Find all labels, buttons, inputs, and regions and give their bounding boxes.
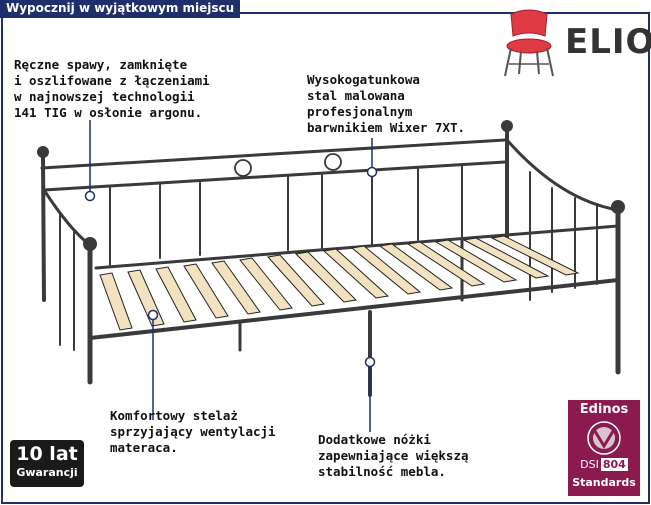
annotation-steel: Wysokogatunkowa stal malowana profesjona…: [307, 72, 465, 136]
chair-icon: [504, 9, 554, 77]
annotation-line: sprzyjający wentylacji: [110, 424, 276, 439]
annotation-legs: Dodatkowe nóżki zapewniające większą sta…: [318, 432, 469, 480]
certificate-dsi-label: DSI: [580, 458, 599, 471]
annotation-line: zapewniające większą: [318, 448, 469, 463]
warranty-badge: 10 lat Gwarancji: [10, 440, 84, 487]
annotation-frame: Komfortowy stelaż sprzyjający wentylacji…: [110, 408, 276, 456]
annotation-line: materaca.: [110, 440, 178, 455]
annotation-line: barwnikiem Wixer 7XT.: [307, 120, 466, 135]
annotation-line: profesjonalnym: [307, 104, 413, 119]
annotation-line: Ręczne spawy, zamknięte: [14, 57, 188, 72]
warranty-years: 10 lat: [16, 443, 78, 465]
annotation-line: stal malowana: [307, 88, 405, 103]
annotation-line: Dodatkowe nóżki: [318, 432, 431, 447]
annotation-line: Wysokogatunkowa: [307, 72, 420, 87]
annotation-line: 141 TIG w osłonie argonu.: [14, 105, 203, 120]
warranty-label: Gwarancji: [16, 466, 78, 479]
check-seal-icon: [587, 421, 621, 455]
certificate-brand: Edinos: [579, 402, 629, 417]
certificate-standards: Standards: [572, 476, 636, 489]
annotation-line: i oszlifowane z łączeniami: [14, 73, 210, 88]
certificate-number: 804: [600, 458, 628, 471]
annotation-welds: Ręczne spawy, zamknięte i oszlifowane z …: [14, 57, 210, 121]
annotation-line: Komfortowy stelaż: [110, 408, 238, 423]
annotation-line: stabilność mebla.: [318, 464, 446, 479]
page-frame: [1, 12, 650, 504]
banner-title: Wypocznij w wyjątkowym miejscu: [0, 0, 241, 18]
annotation-line: w najnowszej technologii: [14, 89, 195, 104]
